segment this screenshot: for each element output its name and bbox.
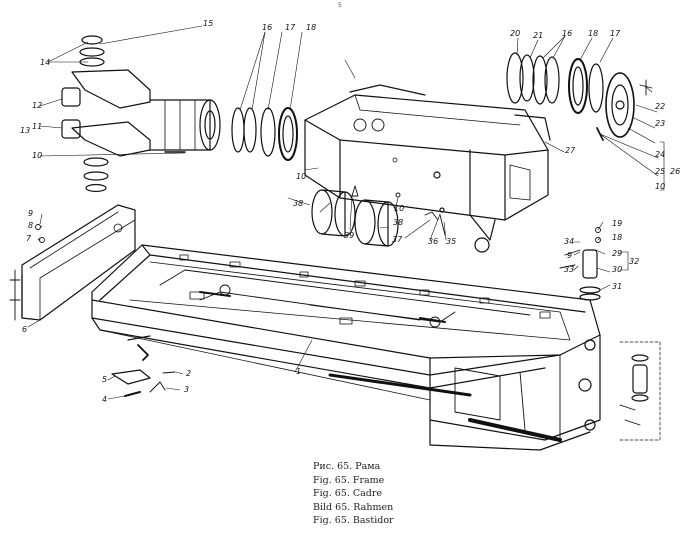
caption-en: Fig. 65. Frame xyxy=(313,474,385,486)
callout-29: 29 xyxy=(612,249,623,258)
callout-18-side: 18 xyxy=(612,233,623,242)
callout-16-mid: 16 xyxy=(262,23,273,32)
callout-4: 4 xyxy=(102,395,108,404)
frame-exploded-view xyxy=(9,25,665,451)
callout-9: 9 xyxy=(28,209,34,218)
callout-9-right: 9 xyxy=(567,251,573,260)
callout-37: 37 xyxy=(392,235,403,244)
callout-39: 39 xyxy=(344,231,355,240)
front-small-parts xyxy=(35,224,176,397)
callout-10-mid: 10 xyxy=(296,172,307,181)
leader-lines xyxy=(27,25,665,400)
callout-35: 35 xyxy=(446,237,457,246)
callout-30: 30 xyxy=(612,265,623,274)
callout-19: 19 xyxy=(612,219,623,228)
callout-16-right: 16 xyxy=(562,29,573,38)
callout-1: 1 xyxy=(296,367,302,376)
caption-ru: Рис. 65. Рама xyxy=(313,461,381,472)
callout-12: 12 xyxy=(32,101,43,110)
caption-de: Bild 65. Rahmen xyxy=(313,501,394,513)
right-side-parts xyxy=(559,227,661,441)
callout-21: 21 xyxy=(533,31,544,40)
main-frame xyxy=(91,244,601,451)
figure-caption: Рис. 65. Рама Fig. 65. Frame Fig. 65. Ca… xyxy=(313,460,573,528)
rollers xyxy=(311,185,401,247)
callout-15: 15 xyxy=(203,19,214,28)
callout-7: 7 xyxy=(26,234,32,243)
callout-5: 5 xyxy=(102,375,108,384)
callout-14: 14 xyxy=(40,58,51,67)
callout-38-right: 38 xyxy=(393,218,404,227)
callout-11: 11 xyxy=(32,122,43,131)
callout-20: 20 xyxy=(510,29,521,38)
callout-10-rear: 10 xyxy=(655,182,666,191)
callout-6: 6 xyxy=(22,325,28,334)
callout-18-mid: 18 xyxy=(306,23,317,32)
callout-2: 2 xyxy=(186,369,192,378)
callout-31: 31 xyxy=(612,282,623,291)
callout-17-right: 17 xyxy=(610,29,621,38)
front-bumper-plate xyxy=(9,204,136,321)
exploded-frame-drawing xyxy=(9,25,665,451)
callout-23: 23 xyxy=(655,119,666,128)
rear-crosshead xyxy=(304,84,551,253)
callout-33: 33 xyxy=(564,265,575,274)
callout-18-right: 18 xyxy=(588,29,599,38)
callout-27: 27 xyxy=(565,146,576,155)
caption-es: Fig. 65. Bastidor xyxy=(313,515,394,527)
callout-25: 25 xyxy=(655,167,666,176)
callout-22: 22 xyxy=(655,102,666,111)
seal-rings-middle xyxy=(231,107,298,161)
seal-rings-right xyxy=(506,52,653,141)
caption-fr: Fig. 65. Cadre xyxy=(313,488,383,500)
callout-8: 8 xyxy=(28,221,34,230)
callout-10-yoke: 10 xyxy=(32,151,43,160)
callout-3: 3 xyxy=(184,385,190,394)
sheet-marker: 5 xyxy=(338,2,342,9)
callout-32: 32 xyxy=(629,257,640,266)
callout-34: 34 xyxy=(564,237,575,246)
callout-17-mid: 17 xyxy=(285,23,296,32)
small-hardware xyxy=(424,207,446,236)
callout-24: 24 xyxy=(655,150,666,159)
callout-38-left: 38 xyxy=(293,199,304,208)
front-yoke-assembly xyxy=(61,35,221,193)
callout-10-lower: 10 xyxy=(394,204,405,213)
callout-26: 26 xyxy=(670,167,681,176)
callout-36: 36 xyxy=(428,237,439,246)
callout-13: 13 xyxy=(20,126,31,135)
